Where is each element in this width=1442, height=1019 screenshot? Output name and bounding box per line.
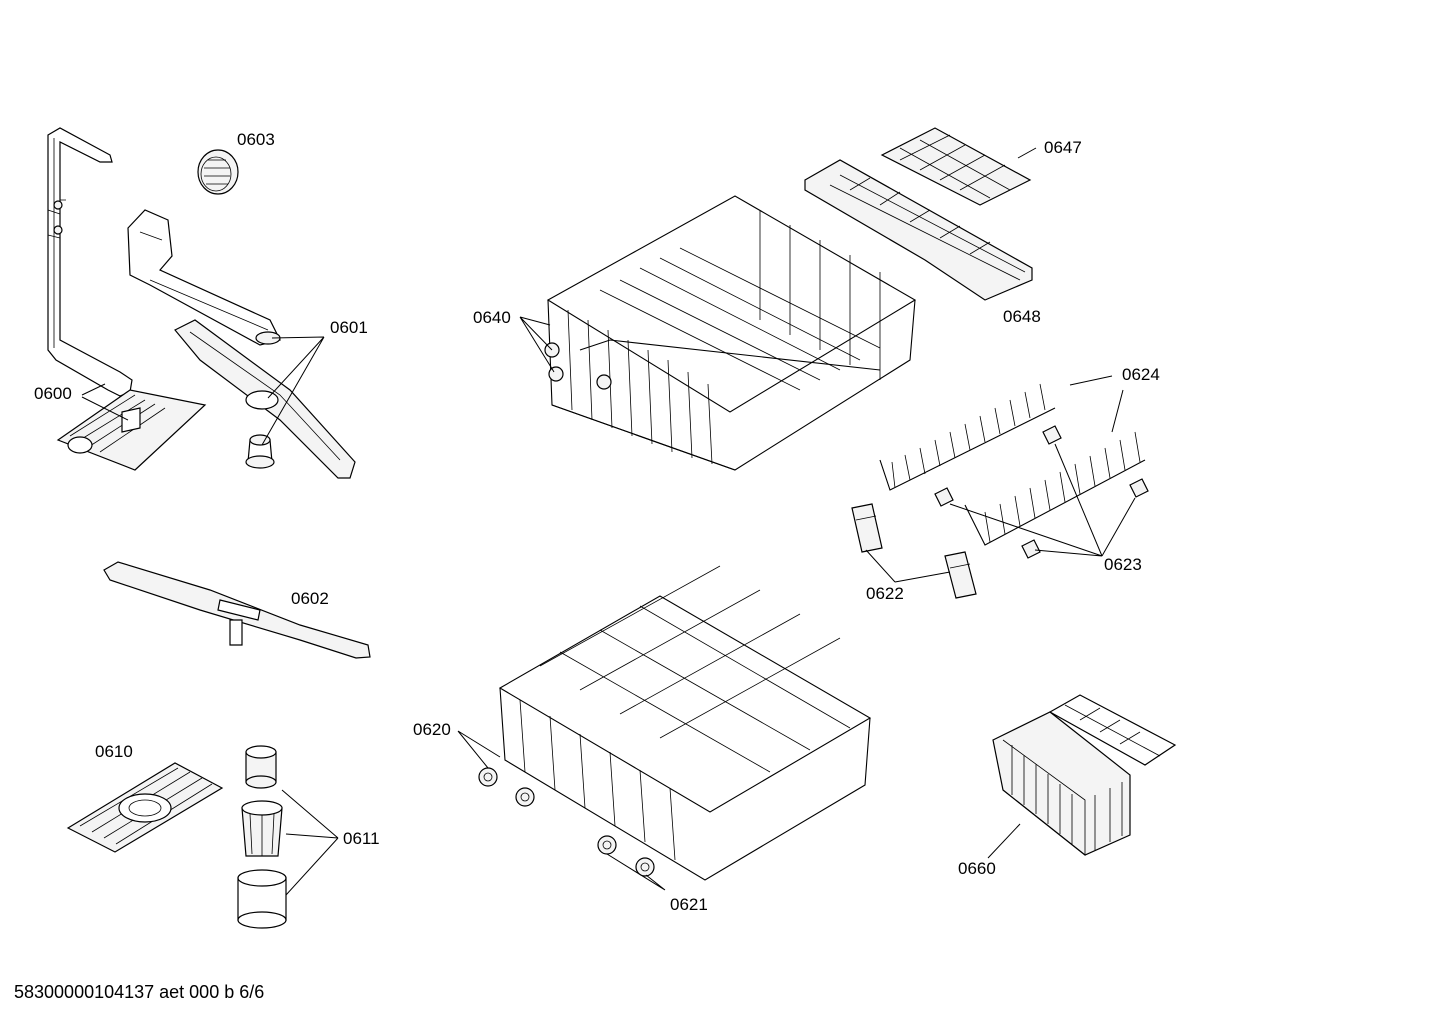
- label-0602: 0602: [291, 589, 329, 608]
- part-0624-tine-rack-upper: [879, 383, 1056, 491]
- part-0640-upper-basket: [544, 195, 917, 471]
- label-0621: 0621: [670, 895, 708, 914]
- label-0623: 0623: [1104, 555, 1142, 574]
- document-code: 58300000104137 aet 000 b 6/6: [14, 982, 264, 1002]
- part-0648-tray: [804, 159, 1033, 301]
- part-0600-supply-pipe: [47, 127, 133, 397]
- label-0603: 0603: [237, 130, 275, 149]
- label-0610: 0610: [95, 742, 133, 761]
- label-0660: 0660: [958, 859, 996, 878]
- label-0624: 0624: [1122, 365, 1160, 384]
- part-0611-filter-middle: [241, 800, 283, 857]
- part-0620-lower-basket: [498, 565, 872, 881]
- part-0647-top-tray: [880, 127, 1032, 206]
- part-0620-wheels: [478, 767, 535, 807]
- part-0610-filter-plate: [66, 762, 224, 853]
- part-0601-hub: [245, 434, 275, 469]
- label-0622: 0622: [866, 584, 904, 603]
- part-0601-upper-tube: [127, 209, 281, 346]
- part-0623-clips: [934, 425, 1149, 559]
- part-0611-filter-cylinder: [237, 869, 287, 929]
- leader-lines: [81, 147, 1136, 896]
- part-0621-wheels: [597, 835, 655, 877]
- label-0620: 0620: [413, 720, 451, 739]
- part-labels: 0600 0601 0602 0603 0610 0611 0620 0621 …: [34, 130, 1160, 914]
- label-0648: 0648: [1003, 307, 1041, 326]
- label-0640: 0640: [473, 308, 511, 327]
- part-0611-filter-top: [245, 745, 277, 789]
- part-0603-cap: [197, 149, 239, 195]
- label-0600: 0600: [34, 384, 72, 403]
- part-0601-spray-arm: [174, 319, 356, 479]
- part-0660-cutlery-basket: [992, 694, 1177, 856]
- label-0601: 0601: [330, 318, 368, 337]
- label-0611: 0611: [343, 829, 380, 848]
- part-0624-tine-rack-lower: [964, 431, 1146, 546]
- part-0602-lower-spray-arm: [103, 561, 371, 659]
- label-0647: 0647: [1044, 138, 1082, 157]
- part-0600-bracket: [56, 389, 207, 471]
- part-0622-holders: [851, 503, 977, 599]
